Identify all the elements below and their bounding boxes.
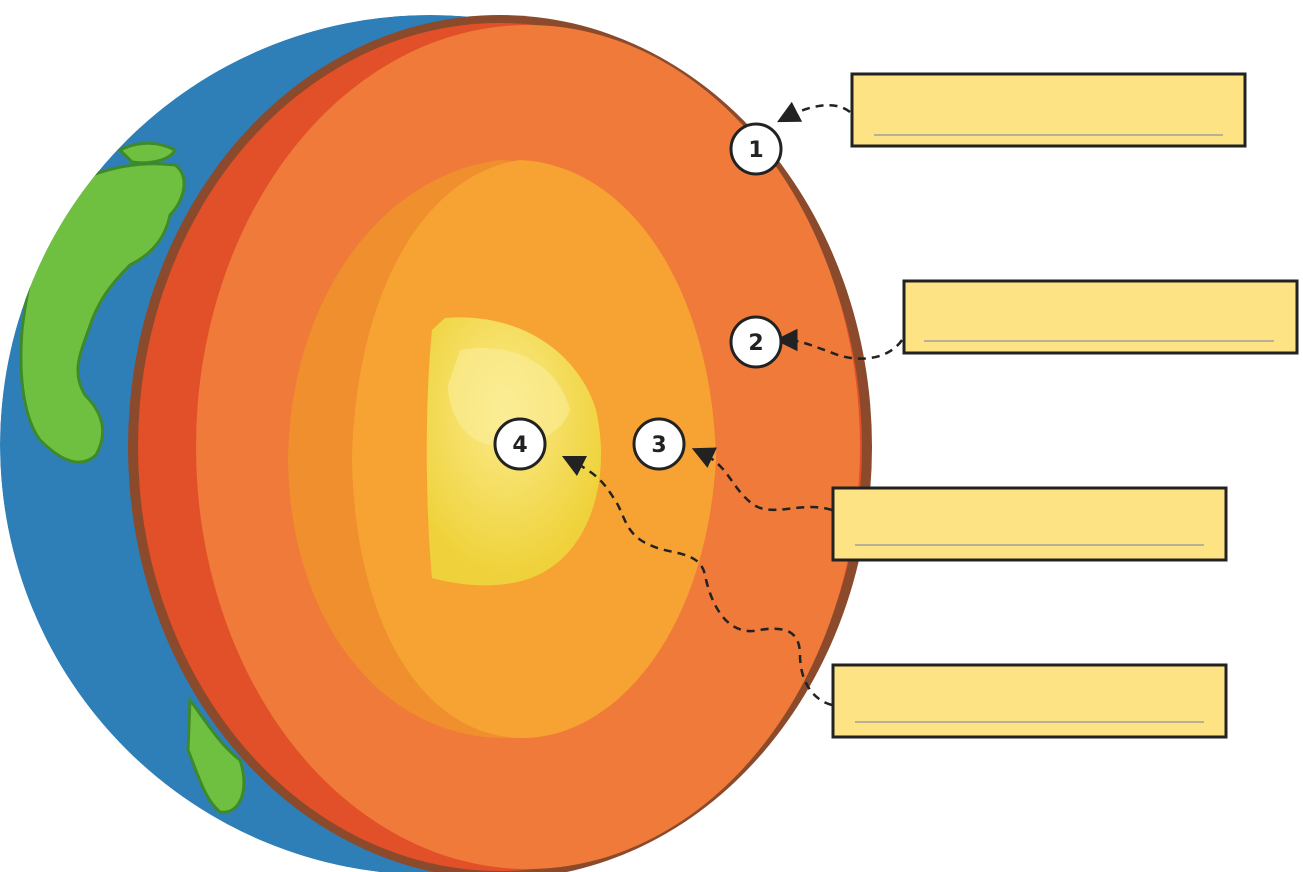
marker-2-number: 2 — [748, 331, 763, 356]
continent-north-america — [19, 162, 186, 464]
marker-4: 4 — [493, 417, 547, 471]
label-box-3-field[interactable] — [831, 486, 1228, 562]
marker-4-circle — [493, 417, 547, 471]
marker-1-circle — [729, 122, 783, 176]
marker-3-number: 3 — [651, 433, 666, 458]
leader-line-2 — [775, 328, 904, 360]
label-box-2-field[interactable] — [902, 279, 1299, 355]
leader-line-1 — [777, 101, 851, 123]
label-box-1[interactable] — [850, 72, 1247, 148]
marker-2: 2 — [729, 315, 783, 369]
continent-north-island — [117, 141, 177, 165]
marker-1: 1 — [729, 122, 783, 176]
marker-1-number: 1 — [748, 138, 763, 163]
label-box-3[interactable] — [831, 486, 1228, 562]
label-box-4[interactable] — [831, 663, 1228, 739]
marker-4-number: 4 — [512, 433, 527, 458]
label-box-2[interactable] — [902, 279, 1299, 355]
leader-line-3 — [691, 447, 833, 512]
inner-core-highlight — [448, 348, 570, 447]
marker-3-circle — [632, 417, 686, 471]
marker-3: 3 — [632, 417, 686, 471]
label-box-4-field[interactable] — [831, 663, 1228, 739]
continent-south-america — [186, 695, 246, 814]
marker-2-circle — [729, 315, 783, 369]
leader-lines — [561, 101, 904, 707]
